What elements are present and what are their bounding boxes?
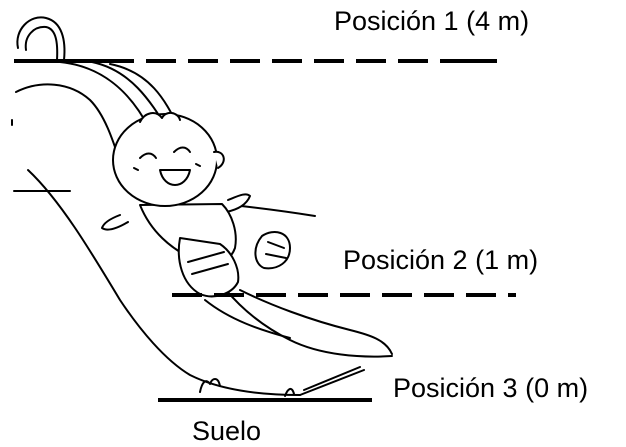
ground-label: Suelo (192, 416, 262, 446)
height-lines (14, 59, 516, 402)
position-3-label: Posición 3 (0 m) (393, 373, 589, 403)
position-2-label: Posición 2 (1 m) (343, 245, 539, 275)
position-1-label: Posición 1 (4 m) (334, 6, 530, 36)
child-illustration (101, 112, 291, 298)
